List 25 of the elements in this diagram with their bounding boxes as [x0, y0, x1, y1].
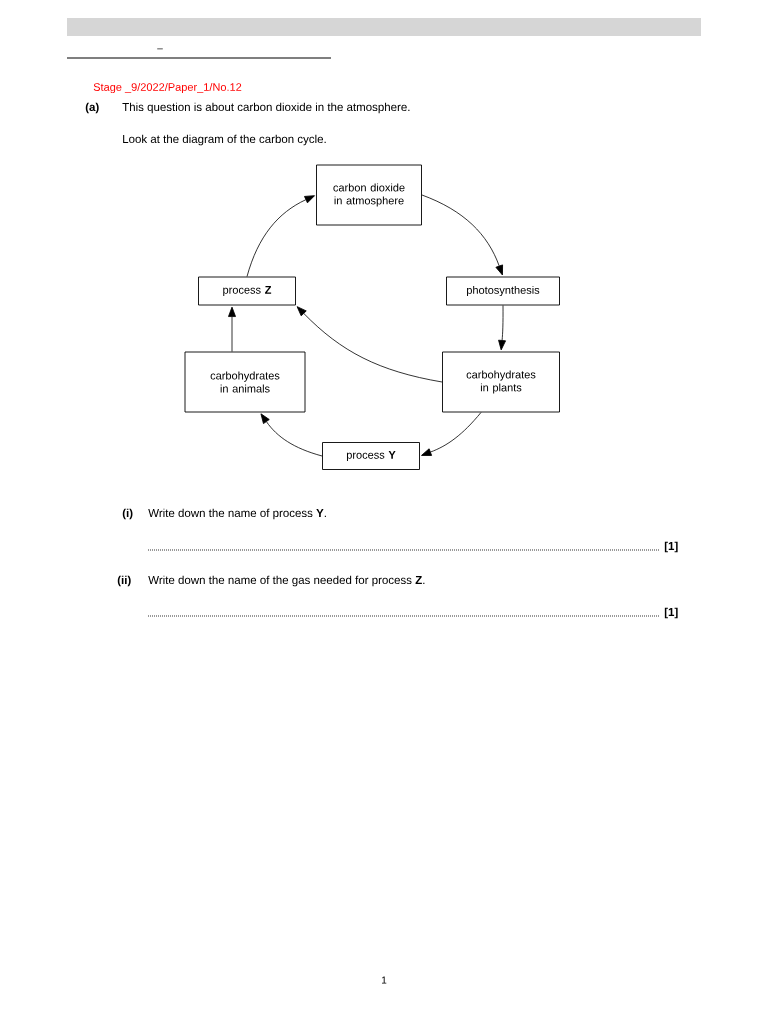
part-number: (ii) [117, 575, 131, 587]
arrow [421, 412, 482, 456]
arrow [296, 306, 443, 383]
question-text: Write down the name of process Y. [148, 508, 326, 520]
process-box: carbohydrates in plants [442, 351, 560, 413]
arrow [228, 306, 236, 352]
part-letter: (a) [85, 102, 99, 114]
dash-mark: – [157, 48, 163, 50]
arrow [421, 194, 503, 276]
mark-allocation: [1] [664, 541, 678, 553]
mark-allocation: [1] [664, 607, 678, 619]
part-number: (i) [122, 508, 133, 520]
arrow [246, 195, 315, 277]
process-box: process Z [198, 276, 296, 306]
question-reference: Stage _9/2022/Paper_1/No.12 [93, 82, 242, 94]
question-text: Look at the diagram of the carbon cycle. [123, 134, 326, 146]
process-box: carbohydrates in animals [184, 351, 306, 413]
question-text: This question is about carbon dioxide in the atmosphere. [122, 102, 410, 114]
process-box: photosynthesis [446, 276, 560, 306]
question-text: Write down the name of the gas needed for process Z. [148, 575, 425, 587]
arrow [498, 305, 506, 351]
process-box: process Y [322, 442, 420, 470]
process-box: carbon dioxide in atmosphere [316, 164, 422, 226]
arrow [260, 413, 323, 457]
page-number: 1 [382, 976, 387, 984]
